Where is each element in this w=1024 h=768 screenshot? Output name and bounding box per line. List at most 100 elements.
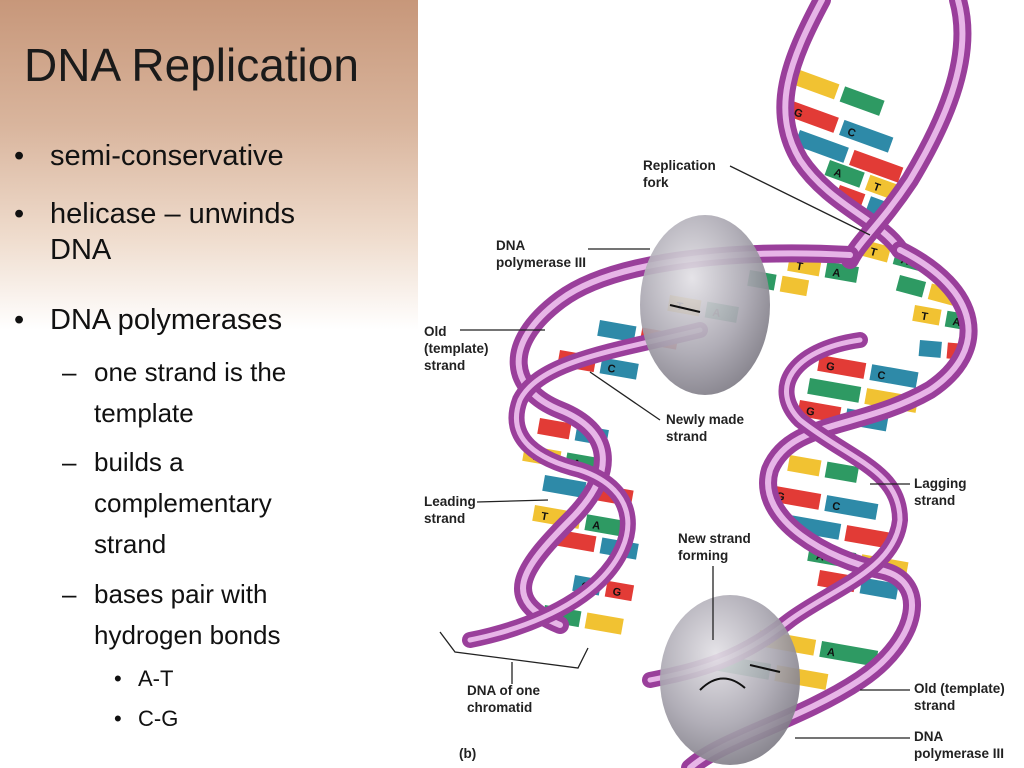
label-dna-pol-top-1: DNA [496,238,525,253]
dash-marker: – [62,579,77,609]
synthesis-arrow-curve [699,677,746,691]
label-new-forming-2: forming [678,548,728,563]
base-right [869,364,919,389]
dna-polymerase-top [640,215,770,395]
base-right [604,580,635,602]
bullet-text: DNA polymerases [50,304,283,336]
base-pair: GC [767,485,879,520]
subsubbullet-text: C-G [138,706,179,731]
base-left [784,99,839,133]
base-letter: C [831,500,841,513]
base-letter: C [606,363,616,376]
subsubbullet-text: A-T [138,666,174,691]
label-old-strand-left-3: strand [424,358,465,373]
subbullet-line: bases pair with [94,579,268,609]
label-dna-pol-bottom-1: DNA [914,729,943,744]
subbullet-line: strand [94,529,167,560]
label-lagging-2: strand [914,493,955,508]
base-letter: G [792,106,804,120]
base-right [859,577,899,600]
base-left [537,417,572,440]
slide-title: DNA Replication [24,39,359,91]
base-letter: T [869,246,879,259]
subbullet-line: hydrogen bonds [94,620,281,651]
label-replication-fork-1: Replication [643,158,716,173]
dash-marker: – [62,357,77,387]
label-old-strand-right-1: Old (template) [914,681,1005,696]
ribbon-top-right-hl [847,0,966,263]
subbullet-line: one strand is the [94,357,287,387]
label-chromatid-2: chromatid [467,700,532,715]
ribbon-right-outer-hl [687,247,972,768]
label-leaders [439,165,910,739]
base-letter: G [612,586,623,599]
base-letter: A [832,267,842,280]
base-left [918,340,942,358]
label-dna-pol-top-2: polymerase III [496,255,586,270]
base-right [839,119,894,153]
label-newly-made-2: strand [666,429,707,444]
bullet-text: helicase – unwinds DNA [50,196,370,269]
base-left [794,130,849,163]
base-right [584,612,624,635]
subbullet-line: template [94,398,194,429]
base-letter: A [826,646,836,659]
diagram-labels: Replication fork DNA polymerase III Old … [424,158,1005,761]
bullet-text: semi-conservative [50,140,284,172]
base-right [779,275,810,297]
base-letter: C [876,369,886,382]
label-old-strand-left-2: (template) [424,341,489,356]
base-pair [794,69,885,116]
label-dna-pol-bottom-2: polymerase III [914,746,1004,761]
subbullet-text: bases pair with hydrogen bonds [94,574,344,656]
title-background [0,0,418,330]
base-letter: T [540,510,549,523]
dash-marker: – [62,447,77,477]
bullet-line: DNA [50,234,112,267]
base-right [599,357,639,380]
base-letter: A [591,519,601,532]
label-newly-made-1: Newly made [666,412,745,427]
bullet-dot: • [114,666,122,691]
base-left [824,159,865,188]
base-right [839,86,885,116]
bullet-line: helicase – unwinds [50,198,296,230]
label-old-strand-left-1: Old [424,324,447,339]
base-letter: A [952,316,962,329]
base-letter: C [846,126,858,140]
base-left [895,275,927,298]
synthesis-arrow-top [669,304,701,313]
label-lagging-1: Lagging [914,476,967,491]
base-pair: GC [784,99,894,153]
base-left [542,475,587,499]
subbullet-text: one strand is the template [94,352,344,434]
label-new-forming-1: New strand [678,531,751,546]
label-old-strand-right-2: strand [914,698,955,713]
label-chromatid-1: DNA of one [467,683,540,698]
base-pair: GC [817,355,919,389]
base-pair [794,130,904,183]
base-left [817,355,867,379]
bullet-dot: • [14,304,25,336]
subbullet-line: builds a [94,447,184,477]
base-pair [787,455,859,483]
ribbon-left-inner-hl [467,327,703,643]
base-right [824,495,879,520]
base-letter: T [872,181,883,195]
synthesis-arrow-bottom [749,664,781,673]
base-left [767,485,822,510]
base-left [807,377,862,403]
base-right [824,461,859,483]
label-leading-2: strand [424,511,465,526]
base-right [819,640,879,667]
base-letter: G [825,360,836,373]
bullet-dot: • [14,140,25,172]
base-letter: T [920,310,929,323]
subbullet-line: complementary [94,488,272,519]
base-left [912,305,942,326]
subbullet-text: builds a complementary strand [94,442,344,565]
panel-label: (b) [459,746,476,761]
base-right [849,149,904,183]
bullet-dot: • [14,198,25,230]
